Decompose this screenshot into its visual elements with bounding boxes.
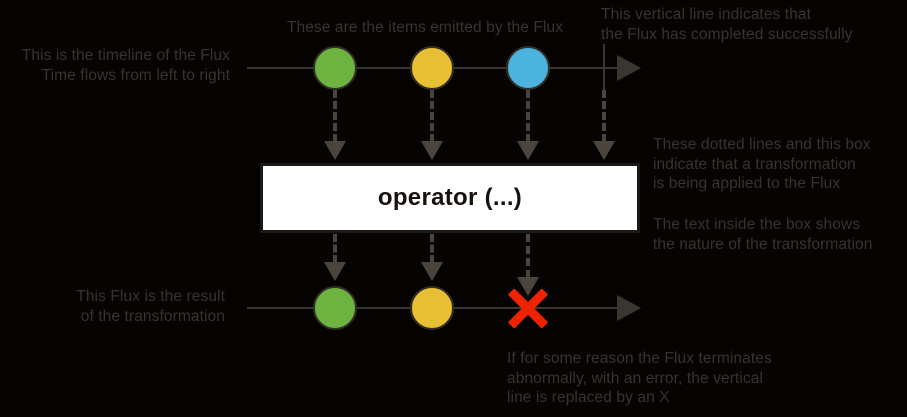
annotation-completion: This vertical line indicates that the Fl…	[601, 6, 853, 43]
result-timeline-arrow-icon	[617, 295, 641, 321]
connector-line-above-2	[430, 90, 434, 142]
annotation-emitted-items: These are the items emitted by the Flux	[286, 19, 564, 36]
connector-arrow-below-3	[517, 277, 539, 296]
source-timeline-arrow-icon	[617, 55, 641, 81]
annotation-box-text-meaning: The text inside the box shows the nature…	[653, 216, 873, 253]
source-marble-blue	[506, 46, 550, 90]
connector-arrow-above-2	[421, 141, 443, 160]
result-marble-green	[313, 286, 357, 330]
connector-line-above-3	[526, 90, 530, 142]
annotation-transformation: These dotted lines and this box indicate…	[653, 136, 871, 192]
connector-line-below-2	[430, 234, 434, 263]
operator-label: operator (...)	[377, 184, 523, 211]
connector-arrow-below-1	[324, 262, 346, 281]
connector-line-above-1	[333, 90, 337, 142]
operator-box[interactable]: operator (...)	[260, 163, 640, 233]
source-marble-yellow	[410, 46, 454, 90]
connector-line-below-1	[333, 234, 337, 263]
annotation-error: If for some reason the Flux terminates a…	[507, 350, 772, 406]
connector-line-above-4	[602, 90, 606, 142]
connector-arrow-below-2	[421, 262, 443, 281]
connector-arrow-above-4	[593, 141, 615, 160]
annotation-source-timeline: This is the timeline of the Flux Time fl…	[21, 47, 230, 84]
annotation-result-timeline: This Flux is the result of the transform…	[76, 288, 225, 325]
connector-arrow-above-3	[517, 141, 539, 160]
source-marble-green	[313, 46, 357, 90]
error-x-icon	[504, 284, 552, 332]
result-marble-yellow	[410, 286, 454, 330]
connector-arrow-above-1	[324, 141, 346, 160]
completion-line	[603, 44, 605, 91]
connector-line-below-3	[526, 234, 530, 278]
